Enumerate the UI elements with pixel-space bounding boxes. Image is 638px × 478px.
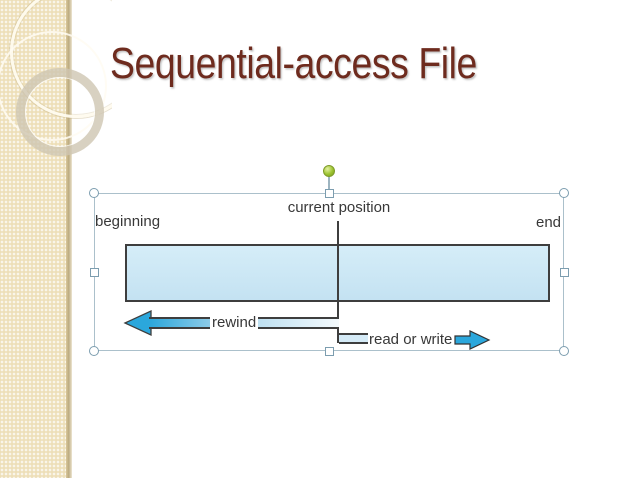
beginning-label: beginning — [95, 213, 161, 230]
rewind-arrow-body — [149, 317, 212, 329]
rewind-arrow-tail — [258, 317, 339, 329]
rotation-handle-stem — [328, 176, 330, 190]
resize-handle-bottom-right[interactable] — [559, 346, 569, 356]
current-position-label: current position — [287, 199, 391, 216]
end-label: end — [536, 214, 562, 231]
resize-handle-top-left[interactable] — [89, 188, 99, 198]
read-write-arrow-tail — [339, 333, 368, 344]
sidebar-edge-divider — [66, 0, 72, 478]
resize-handle-bottom-middle[interactable] — [325, 347, 334, 356]
slide-sidebar — [0, 0, 66, 478]
resize-handle-top-middle[interactable] — [325, 189, 334, 198]
resize-handle-left-middle[interactable] — [90, 268, 99, 277]
current-position-line — [337, 221, 339, 343]
rotation-handle-icon[interactable] — [323, 165, 335, 177]
slide-title[interactable]: Sequential-access File — [110, 39, 477, 88]
rewind-label: rewind — [210, 314, 259, 331]
resize-handle-top-right[interactable] — [559, 188, 569, 198]
read-write-arrowhead-icon — [454, 330, 491, 350]
read-or-write-label: read or write — [369, 331, 453, 348]
resize-handle-right-middle[interactable] — [560, 268, 569, 277]
resize-handle-bottom-left[interactable] — [89, 346, 99, 356]
